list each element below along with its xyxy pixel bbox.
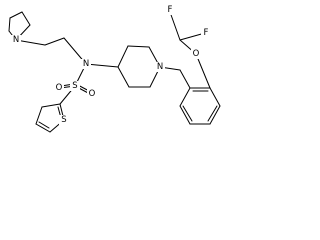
bond xyxy=(207,105,218,122)
bond xyxy=(182,105,193,122)
bond xyxy=(209,87,221,107)
bond xyxy=(169,11,181,41)
atom-f-right: F xyxy=(201,28,211,38)
atom-n-piperidine: N xyxy=(155,62,165,72)
atom-label: F xyxy=(168,5,173,15)
atom-o-sulfonyl-right: O xyxy=(87,89,97,99)
atom-label: O xyxy=(56,83,63,93)
bond xyxy=(44,37,65,46)
chemical-structure: N N N S O O S O xyxy=(8,5,221,133)
atom-label: O xyxy=(89,89,96,99)
bond xyxy=(179,87,191,107)
bond xyxy=(179,69,191,89)
atom-o-ether: O xyxy=(191,49,201,59)
atom-s-sulfonyl: S xyxy=(70,81,80,91)
bond xyxy=(195,53,211,89)
atom-labels: N N N S O O S O xyxy=(11,5,211,125)
atom-n-pyrrolidine: N xyxy=(11,35,21,45)
atom-o-sulfonyl-left: O xyxy=(54,83,64,93)
bond xyxy=(41,103,61,108)
bond xyxy=(8,17,11,32)
atom-label: S xyxy=(72,81,77,91)
atom-label: S xyxy=(61,115,66,125)
bonds xyxy=(8,11,221,133)
atom-label: O xyxy=(193,49,200,59)
bond xyxy=(35,123,51,133)
bond xyxy=(179,105,191,125)
atom-s-thiophene: S xyxy=(59,115,69,125)
bond xyxy=(38,121,50,129)
bond xyxy=(127,45,150,48)
atom-label: N xyxy=(157,62,163,72)
bond xyxy=(85,63,119,68)
atom-f-top: F xyxy=(165,5,175,15)
bond xyxy=(209,105,221,125)
atom-label: F xyxy=(204,28,209,38)
bond xyxy=(179,32,206,41)
atom-label: N xyxy=(83,59,89,69)
bond xyxy=(35,106,43,125)
bond xyxy=(21,11,31,26)
bond xyxy=(9,11,23,19)
bond xyxy=(117,45,129,68)
atom-label: N xyxy=(13,35,19,45)
atom-n-amine: N xyxy=(81,59,91,69)
bond xyxy=(117,66,130,88)
